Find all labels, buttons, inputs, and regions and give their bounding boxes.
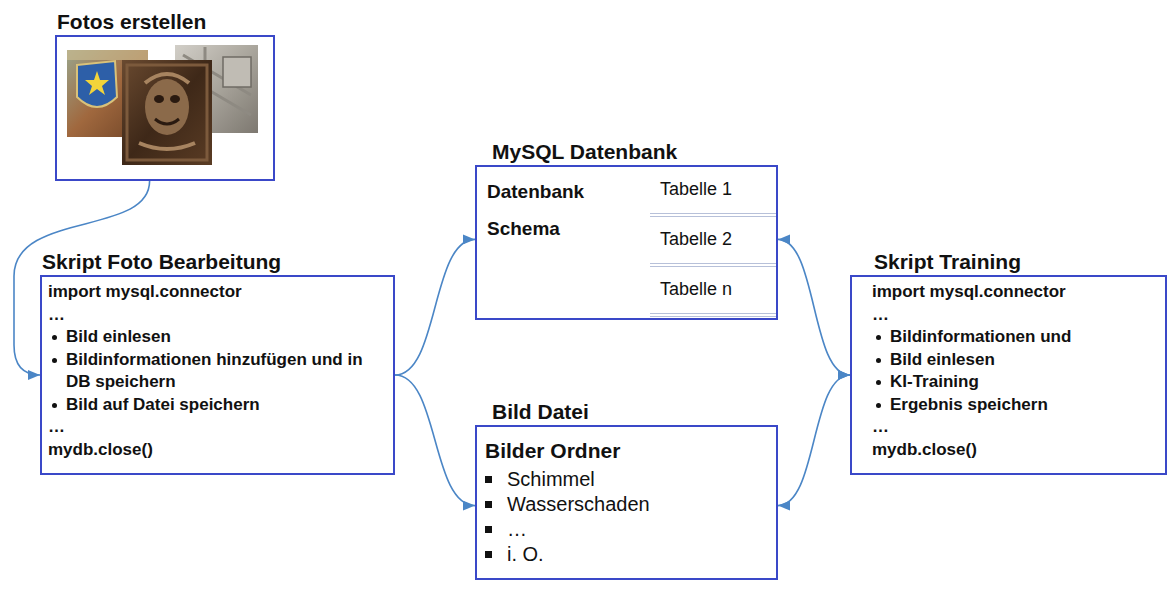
table-row: Tabelle 2 (650, 217, 776, 267)
photo-illustration (55, 35, 275, 181)
table-row: Tabelle n (650, 267, 776, 317)
flow-arrow (778, 375, 850, 506)
folder-title: Bilder Ordner (485, 437, 766, 465)
bullet-row: Bild einlesen (48, 326, 383, 349)
bullet-row: Bildinformationen und (872, 326, 1155, 349)
bullet-text: Bild einlesen (890, 349, 995, 372)
bullet-dot (52, 335, 57, 340)
square-bullet (485, 476, 492, 483)
bullet-row: Ergebnis speichern (872, 394, 1155, 417)
bullet-row: Bild auf Datei speichern (48, 394, 383, 417)
bullet-row: Bild einlesen (872, 349, 1155, 372)
bullet-row: KI-Training (872, 371, 1155, 394)
bullet-dot (876, 358, 881, 363)
folder-item: Wasserschaden (485, 492, 766, 517)
schema-label: Datenbank Schema (487, 173, 627, 247)
folder-item: i. O. (485, 542, 766, 567)
bullet-dot (876, 380, 881, 385)
process-box: Fotos erstellen (55, 35, 275, 181)
bullet-text: Bildinformationen und (890, 326, 1071, 349)
process-box: MySQL DatenbankDatenbank SchemaTabelle 1… (475, 165, 778, 320)
bullet-text: Bild auf Datei speichern (66, 394, 260, 417)
code-line: … (872, 304, 1155, 327)
flow-arrow (395, 239, 475, 375)
box-heading: Fotos erstellen (57, 10, 206, 34)
code-line: import mysql.connector (872, 281, 1155, 304)
code-line: … (48, 416, 383, 439)
box-heading: Skript Foto Bearbeitung (42, 250, 281, 274)
table-name: Tabelle n (660, 267, 776, 311)
box-heading: Skript Training (874, 250, 1021, 274)
folder-name: Wasserschaden (507, 492, 650, 517)
bullet-dot (876, 403, 881, 408)
table-name: Tabelle 1 (660, 167, 776, 211)
bullet-text: KI-Training (890, 371, 979, 394)
code-line: … (872, 416, 1155, 439)
bullet-text: Bildinformationen hinzufügen und in DB s… (66, 349, 366, 394)
square-bullet (485, 501, 492, 508)
table-row: Tabelle 1 (650, 167, 776, 217)
code-line: … (48, 304, 383, 327)
table-list: Tabelle 1 Tabelle 2 Tabelle n (650, 167, 776, 317)
folder-item: Schimmel (485, 467, 766, 492)
table-name: Tabelle 2 (660, 217, 776, 261)
process-box: Skript Foto Bearbeitungimport mysql.conn… (40, 275, 395, 475)
bullet-text: Bild einlesen (66, 326, 171, 349)
process-box: Skript Trainingimport mysql.connector…Bi… (850, 275, 1167, 475)
code-line: mydb.close() (872, 439, 1155, 462)
box-heading: MySQL Datenbank (492, 140, 677, 164)
bullet-dot (876, 335, 881, 340)
square-bullet (485, 526, 492, 533)
code-line: mydb.close() (48, 439, 383, 462)
folder-item: … (485, 517, 766, 542)
bullet-text: Ergebnis speichern (890, 394, 1048, 417)
flow-arrow (395, 375, 475, 506)
code-line: import mysql.connector (48, 281, 383, 304)
square-bullet (485, 551, 492, 558)
bullet-dot (52, 358, 57, 363)
flow-arrow (778, 239, 850, 375)
folder-name: … (507, 517, 527, 542)
process-box: Bild DateiBilder OrdnerSchimmelWassersch… (475, 425, 778, 580)
bullet-row: Bildinformationen hinzufügen und in DB s… (48, 349, 383, 394)
box-heading: Bild Datei (492, 400, 589, 424)
folder-name: Schimmel (507, 467, 595, 492)
bullet-dot (52, 403, 57, 408)
folder-name: i. O. (507, 542, 544, 567)
